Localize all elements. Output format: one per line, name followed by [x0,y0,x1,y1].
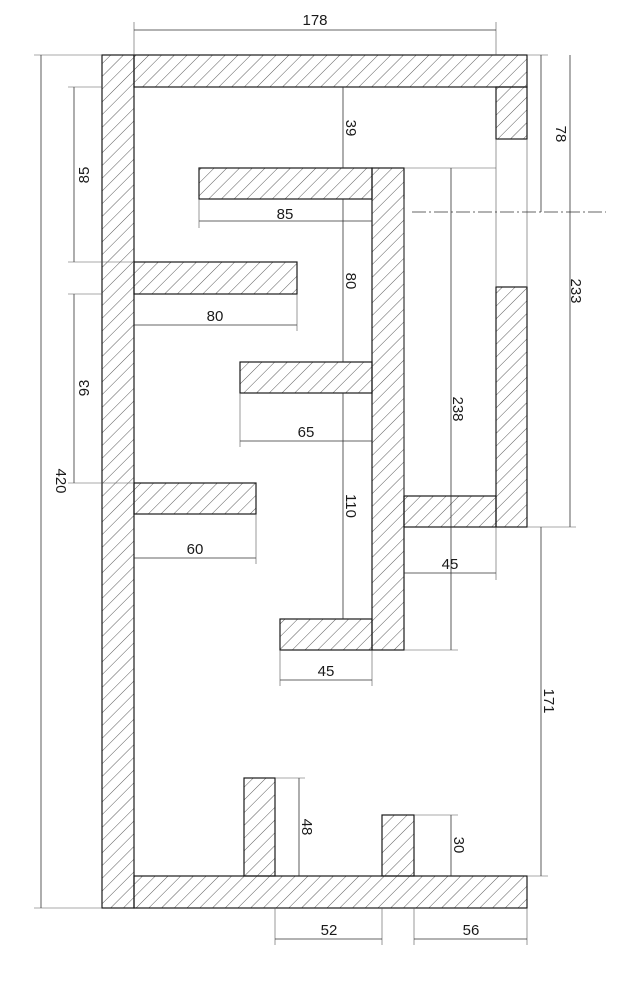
dim-spine-lower: 110 [342,494,359,518]
dim-left-arm1-length: 80 [207,308,224,325]
dim-arm3-length: 45 [318,663,335,680]
bottom-post-2 [381,814,415,877]
dim-right-top-height: 78 [552,126,569,143]
spine-arm-3 [279,618,373,651]
dim-inner-height: 238 [449,396,466,421]
dim-arm1-length: 85 [277,206,294,223]
left-outer-wall [101,54,135,909]
inner-bottom-connector [403,495,497,528]
central-spine [371,167,405,651]
left-arm-1 [133,261,298,295]
dim-left-upper: 85 [76,167,93,184]
dim-top-width: 178 [302,12,327,29]
wall-geometry [101,54,528,909]
dim-bottom-right: 56 [463,922,480,939]
dimension-lines [34,22,576,945]
left-arm-2 [133,482,257,515]
dim-right-inner-width: 45 [442,556,459,573]
dim-right-lower-height: 171 [540,688,557,713]
dim-left-arm2-length: 60 [187,541,204,558]
dim-spine-middle: 80 [342,273,359,290]
spine-arm-1 [198,167,373,200]
dim-bottom-gap: 52 [321,922,338,939]
dim-arm2-length: 65 [298,424,315,441]
bottom-post-1 [243,777,276,877]
dim-post2-height: 30 [450,837,467,854]
spine-arm-2 [239,361,373,394]
right-lower-wall [495,286,528,528]
right-top-stub [495,86,528,140]
bottom-wall [133,875,528,909]
dim-total-height: 420 [52,468,69,493]
top-wall [133,54,528,88]
dimension-labels: 178 78 233 420 85 39 85 80 80 93 238 65 … [52,12,584,939]
dim-spine-top-offset: 39 [342,120,359,137]
dim-right-height: 233 [567,278,584,303]
dim-post1-height: 48 [298,819,315,836]
dim-left-middle: 93 [76,380,93,397]
